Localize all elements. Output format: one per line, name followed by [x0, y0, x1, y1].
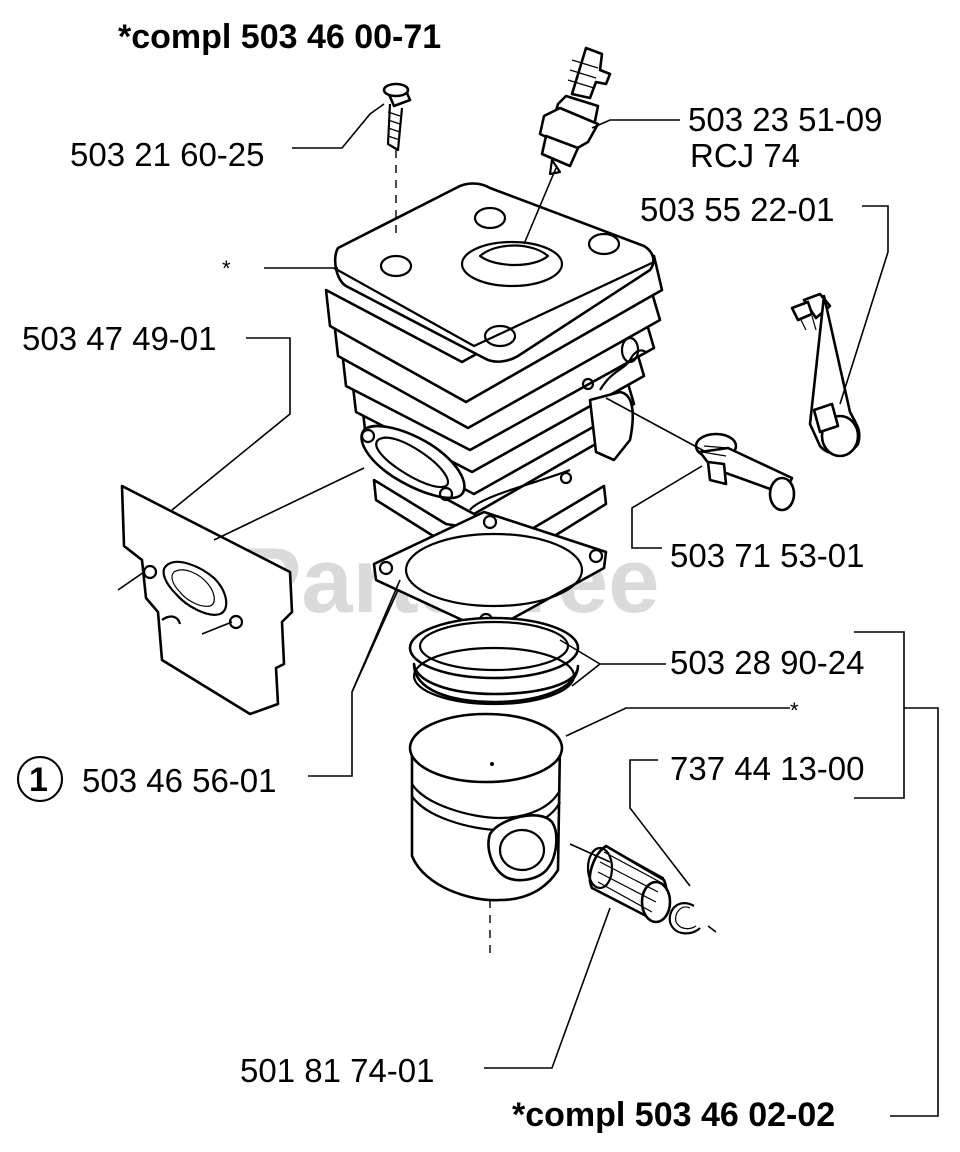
spark-plug-type-label: RCJ 74	[690, 137, 800, 174]
needle-bearing-label: 501 81 74-01	[240, 1052, 435, 1089]
decompression-valve-label: 503 55 22-01	[640, 191, 835, 228]
callout-number: 1	[29, 761, 48, 799]
heat-shield-label: 503 47 49-01	[22, 320, 217, 357]
decompression-valve-part	[790, 292, 861, 458]
heat-shield-part	[117, 484, 294, 716]
piston-marker: *	[790, 698, 799, 723]
piston-ring-label: 503 28 90-24	[670, 644, 865, 681]
cylinder-gasket-label: 503 46 56-01	[82, 762, 277, 799]
cylinder-screw-part	[382, 82, 412, 152]
intake-fitting-part	[694, 432, 796, 512]
cylinder-part	[324, 182, 664, 558]
cylinder-gasket-part	[372, 510, 608, 634]
piston-rings-part	[408, 616, 580, 706]
spark-plug-part	[538, 46, 612, 176]
circlip-label: 737 44 13-00	[670, 750, 865, 787]
assembly-top-label: *compl 503 46 00-71	[118, 18, 441, 56]
piston-part	[408, 712, 564, 902]
needle-bearing-part	[586, 844, 672, 924]
cylinder-marker: *	[222, 256, 231, 281]
leader-lines	[171, 103, 939, 1117]
cylinder-screw-label: 503 21 60-25	[70, 136, 265, 173]
callout-circle	[17, 756, 63, 802]
intake-fitting-label: 503 71 53-01	[670, 537, 865, 574]
circlip-part	[668, 902, 701, 935]
assembly-bottom-label: *compl 503 46 02-02	[512, 1096, 835, 1134]
spark-plug-label: 503 23 51-09	[688, 101, 883, 138]
